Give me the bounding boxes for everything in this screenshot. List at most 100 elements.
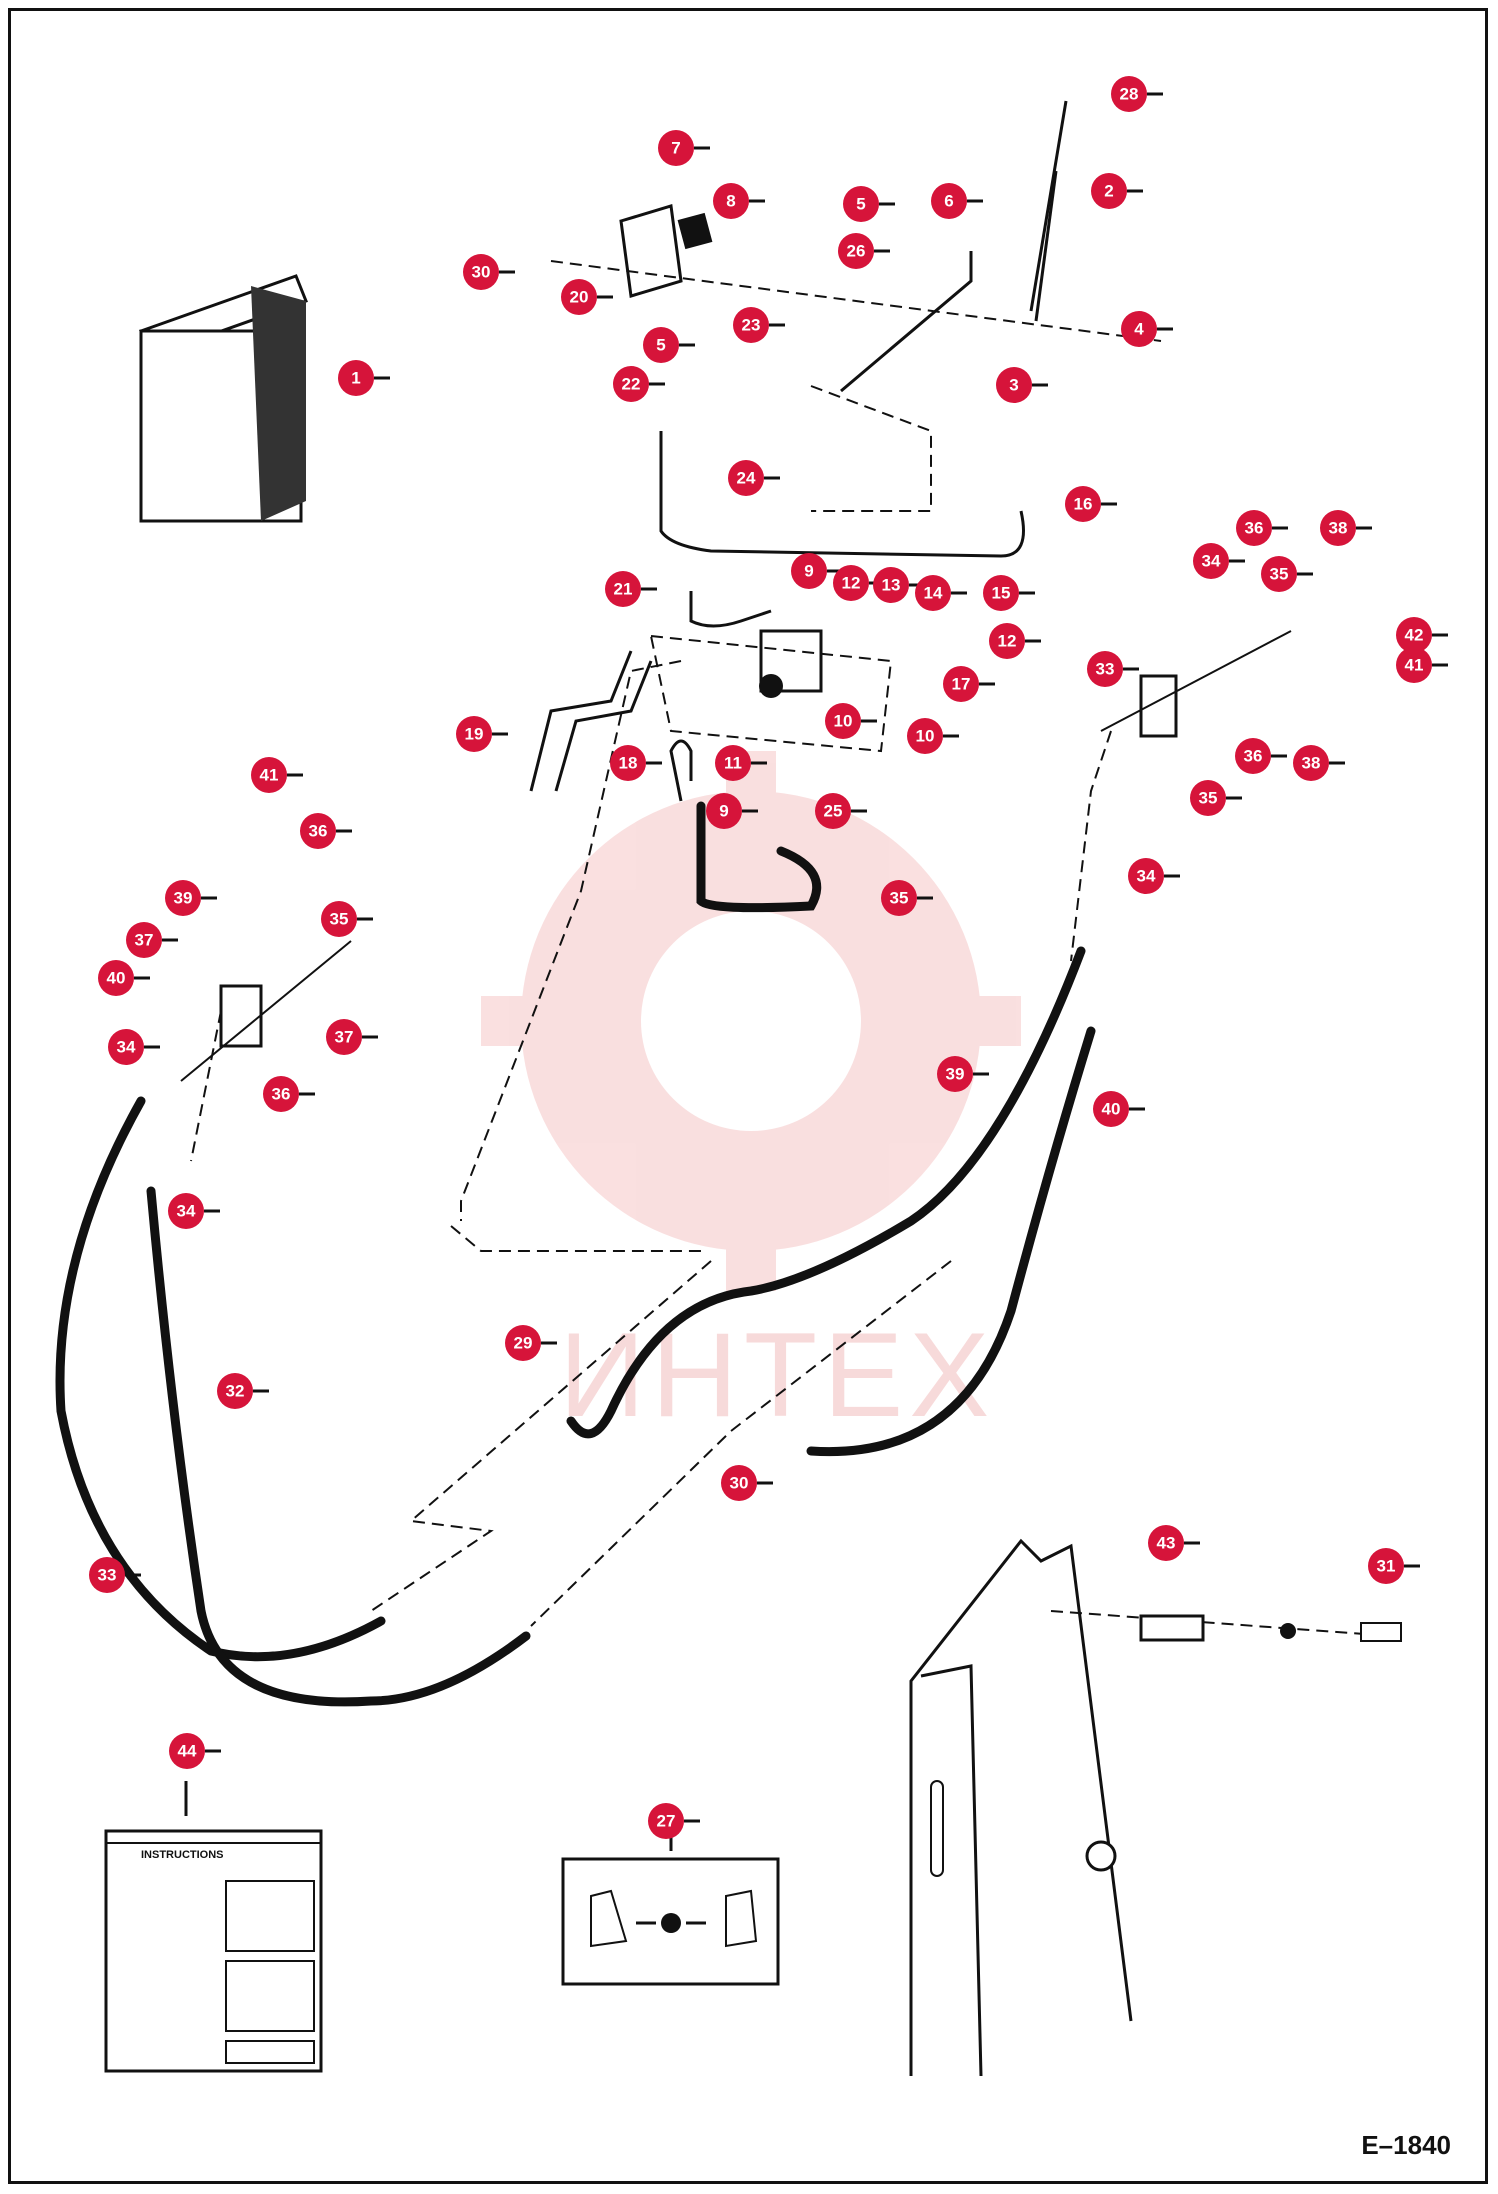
- callout-marker: [169, 1733, 205, 1769]
- callout-number: 31: [1377, 1557, 1396, 1576]
- callout-4: 4: [1121, 311, 1173, 347]
- callout-number: 19: [465, 725, 484, 744]
- callout-36: 36: [300, 813, 352, 849]
- callout-marker: [715, 745, 751, 781]
- callout-marker: [561, 279, 597, 315]
- callout-36: 36: [1236, 510, 1288, 546]
- callout-29: 29: [505, 1325, 557, 1361]
- callout-number: 33: [1096, 660, 1115, 679]
- callout-9: 9: [706, 793, 758, 829]
- callout-marker: [610, 745, 646, 781]
- part-left-fittings: [180, 940, 352, 1162]
- callout-12: 12: [989, 623, 1041, 659]
- callout-number: 41: [1405, 656, 1424, 675]
- decal-instructions: INSTRUCTIONS: [104, 1781, 323, 2073]
- callout-2: 2: [1091, 173, 1143, 209]
- callout-37: 37: [126, 922, 178, 958]
- callout-1: 1: [338, 360, 390, 396]
- callout-marker: [263, 1076, 299, 1112]
- callout-number: 27: [657, 1812, 676, 1831]
- callout-19: 19: [456, 716, 508, 752]
- callout-number: 36: [1245, 519, 1264, 538]
- callout-number: 17: [952, 675, 971, 694]
- callout-40: 40: [1093, 1091, 1145, 1127]
- callout-number: 37: [135, 931, 154, 950]
- callout-number: 24: [737, 469, 756, 488]
- callout-marker: [1093, 1091, 1129, 1127]
- callout-number: 9: [804, 562, 813, 581]
- callout-24: 24: [728, 460, 780, 496]
- callout-number: 32: [226, 1382, 245, 1401]
- callout-marker: [706, 793, 742, 829]
- callout-7: 7: [658, 130, 710, 166]
- callout-marker: [1261, 556, 1297, 592]
- callout-number: 36: [1244, 747, 1263, 766]
- callout-5: 5: [843, 186, 895, 222]
- callout-marker: [89, 1557, 125, 1593]
- callout-marker: [937, 1056, 973, 1092]
- callout-number: 36: [309, 822, 328, 841]
- callout-number: 2: [1104, 182, 1113, 201]
- callout-22: 22: [613, 366, 665, 402]
- callout-number: 33: [98, 1566, 117, 1585]
- callout-11: 11: [715, 745, 767, 781]
- callout-34: 34: [108, 1029, 160, 1065]
- callout-number: 26: [847, 242, 866, 261]
- callout-34: 34: [1128, 858, 1180, 894]
- callout-3: 3: [996, 367, 1048, 403]
- callout-marker: [843, 186, 879, 222]
- callout-marker: [728, 460, 764, 496]
- callout-marker: [658, 130, 694, 166]
- callout-17: 17: [943, 666, 995, 702]
- callout-marker: [838, 233, 874, 269]
- callout-number: 43: [1157, 1534, 1176, 1553]
- callout-number: 20: [570, 288, 589, 307]
- callout-38: 38: [1320, 510, 1372, 546]
- callout-14: 14: [915, 575, 967, 611]
- callout-number: 25: [824, 802, 843, 821]
- callout-40: 40: [98, 960, 150, 996]
- callout-number: 30: [472, 263, 491, 282]
- callout-39: 39: [165, 880, 217, 916]
- callout-marker: [983, 575, 1019, 611]
- callout-number: 8: [726, 192, 735, 211]
- callout-33: 33: [1087, 651, 1139, 687]
- diagram-frame: ИНТЕХ: [8, 8, 1488, 2184]
- callout-number: 29: [514, 1334, 533, 1353]
- callout-number: 28: [1120, 85, 1139, 104]
- callout-marker: [881, 880, 917, 916]
- callout-42: 42: [1396, 617, 1448, 653]
- callout-marker: [1087, 651, 1123, 687]
- callout-number: 6: [944, 192, 953, 211]
- part-box: [139, 274, 308, 523]
- callout-marker: [456, 716, 492, 752]
- callout-number: 3: [1009, 376, 1018, 395]
- callout-number: 35: [890, 889, 909, 908]
- callout-number: 35: [330, 910, 349, 929]
- callout-number: 41: [260, 766, 279, 785]
- callout-marker: [505, 1325, 541, 1361]
- callout-marker: [825, 703, 861, 739]
- callout-number: 23: [742, 316, 761, 335]
- callout-marker: [833, 565, 869, 601]
- callout-41: 41: [1396, 647, 1448, 683]
- callout-marker: [1396, 647, 1432, 683]
- callout-marker: [338, 360, 374, 396]
- part-mounting-plate: [909, 1538, 1402, 2077]
- callout-marker: [1111, 76, 1147, 112]
- callout-34: 34: [168, 1193, 220, 1229]
- decal-control-pattern: [561, 1831, 780, 1986]
- callout-marker: [931, 183, 967, 219]
- callout-marker: [165, 880, 201, 916]
- callout-marker: [463, 254, 499, 290]
- callout-16: 16: [1065, 486, 1117, 522]
- drawing-code: E–1840: [1361, 2130, 1451, 2160]
- callout-number: 10: [916, 727, 935, 746]
- callout-marker: [605, 571, 641, 607]
- callout-marker: [915, 575, 951, 611]
- callout-35: 35: [321, 901, 373, 937]
- callout-36: 36: [263, 1076, 315, 1112]
- callout-number: 5: [656, 336, 665, 355]
- callout-number: 40: [1102, 1100, 1121, 1119]
- callout-marker: [1236, 510, 1272, 546]
